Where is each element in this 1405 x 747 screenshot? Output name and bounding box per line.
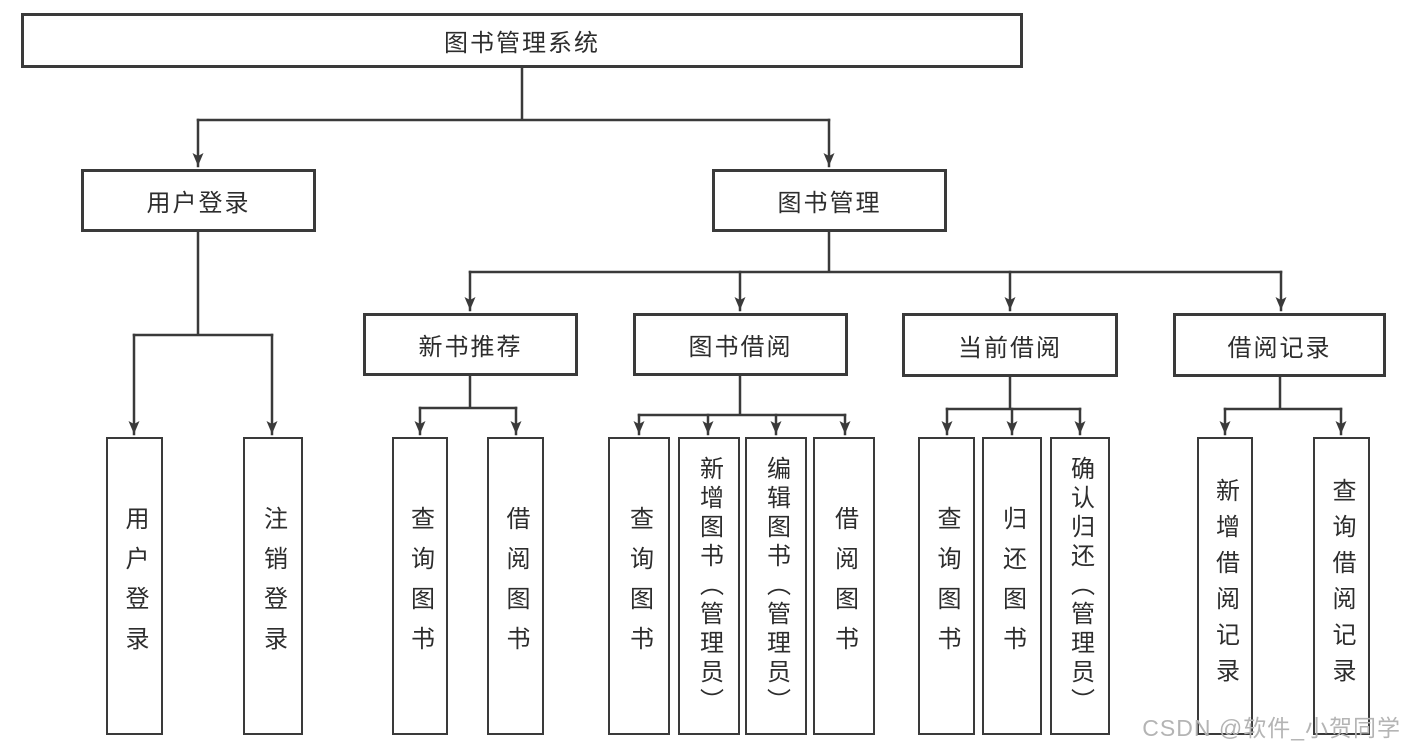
- node-library-management-system: 图书管理系统: [21, 13, 1023, 68]
- leaf-user-login: 用户登录: [106, 437, 163, 735]
- node-borrowing-records: 借阅记录: [1173, 313, 1386, 377]
- leaf-borrow-book-1: 借阅图书: [487, 437, 544, 735]
- leaf-logout: 注销登录: [243, 437, 303, 735]
- leaf-add-borrow-record: 新增借阅记录: [1197, 437, 1253, 735]
- node-current-borrowing: 当前借阅: [902, 313, 1118, 377]
- leaf-query-borrow-record: 查询借阅记录: [1313, 437, 1370, 735]
- leaf-confirm-return-admin: 确认归还（管理员）: [1050, 437, 1110, 735]
- leaf-query-book-2: 查询图书: [608, 437, 670, 735]
- node-book-borrowing: 图书借阅: [633, 313, 848, 376]
- leaf-add-book-admin: 新增图书（管理员）: [678, 437, 740, 735]
- node-book-management: 图书管理: [712, 169, 947, 232]
- leaf-borrow-book-2: 借阅图书: [813, 437, 875, 735]
- leaf-edit-book-admin: 编辑图书（管理员）: [745, 437, 807, 735]
- leaf-query-book-3: 查询图书: [918, 437, 975, 735]
- csdn-watermark: CSDN @软件_小贺同学: [1142, 715, 1401, 741]
- leaf-query-book-1: 查询图书: [392, 437, 448, 735]
- node-user-login: 用户登录: [81, 169, 316, 232]
- node-new-book-recommend: 新书推荐: [363, 313, 578, 376]
- leaf-return-book: 归还图书: [982, 437, 1042, 735]
